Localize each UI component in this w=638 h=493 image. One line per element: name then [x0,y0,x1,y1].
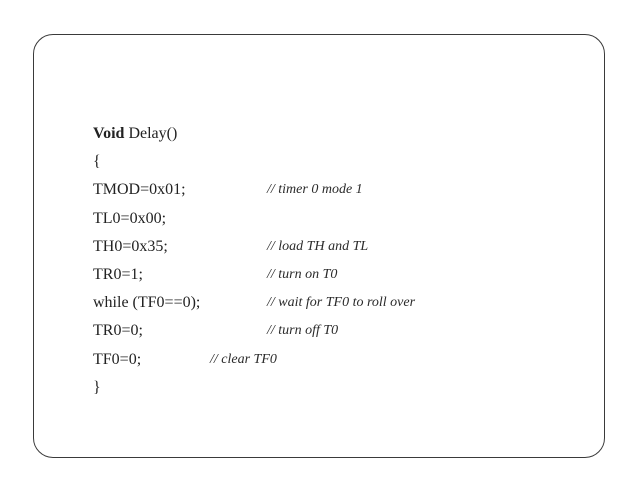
code-statement: TL0=0x00; [93,209,167,227]
void-keyword: Void [93,125,125,142]
code-statement: TR0=1; [93,265,143,283]
code-statement: { [93,153,101,171]
code-comment: // turn off T0 [267,323,339,339]
code-statement: TH0=0x35; [93,237,168,255]
code-comment: // timer 0 mode 1 [267,182,363,198]
code-statement: TMOD=0x01; [93,181,186,199]
code-comment: // load TH and TL [267,238,369,254]
code-statement: TF0=0; [93,350,142,368]
code-comment: // clear TF0 [210,351,277,367]
function-signature: Void Delay() [93,120,177,148]
code-comment: // wait for TF0 to roll over [267,295,416,311]
code-statement: TR0=0; [93,322,143,340]
code-statement: while (TF0==0); [93,294,201,312]
slide-frame [33,34,605,458]
function-name: Delay() [124,125,178,142]
code-statement: } [93,378,101,396]
code-comment: // turn on T0 [267,266,338,282]
